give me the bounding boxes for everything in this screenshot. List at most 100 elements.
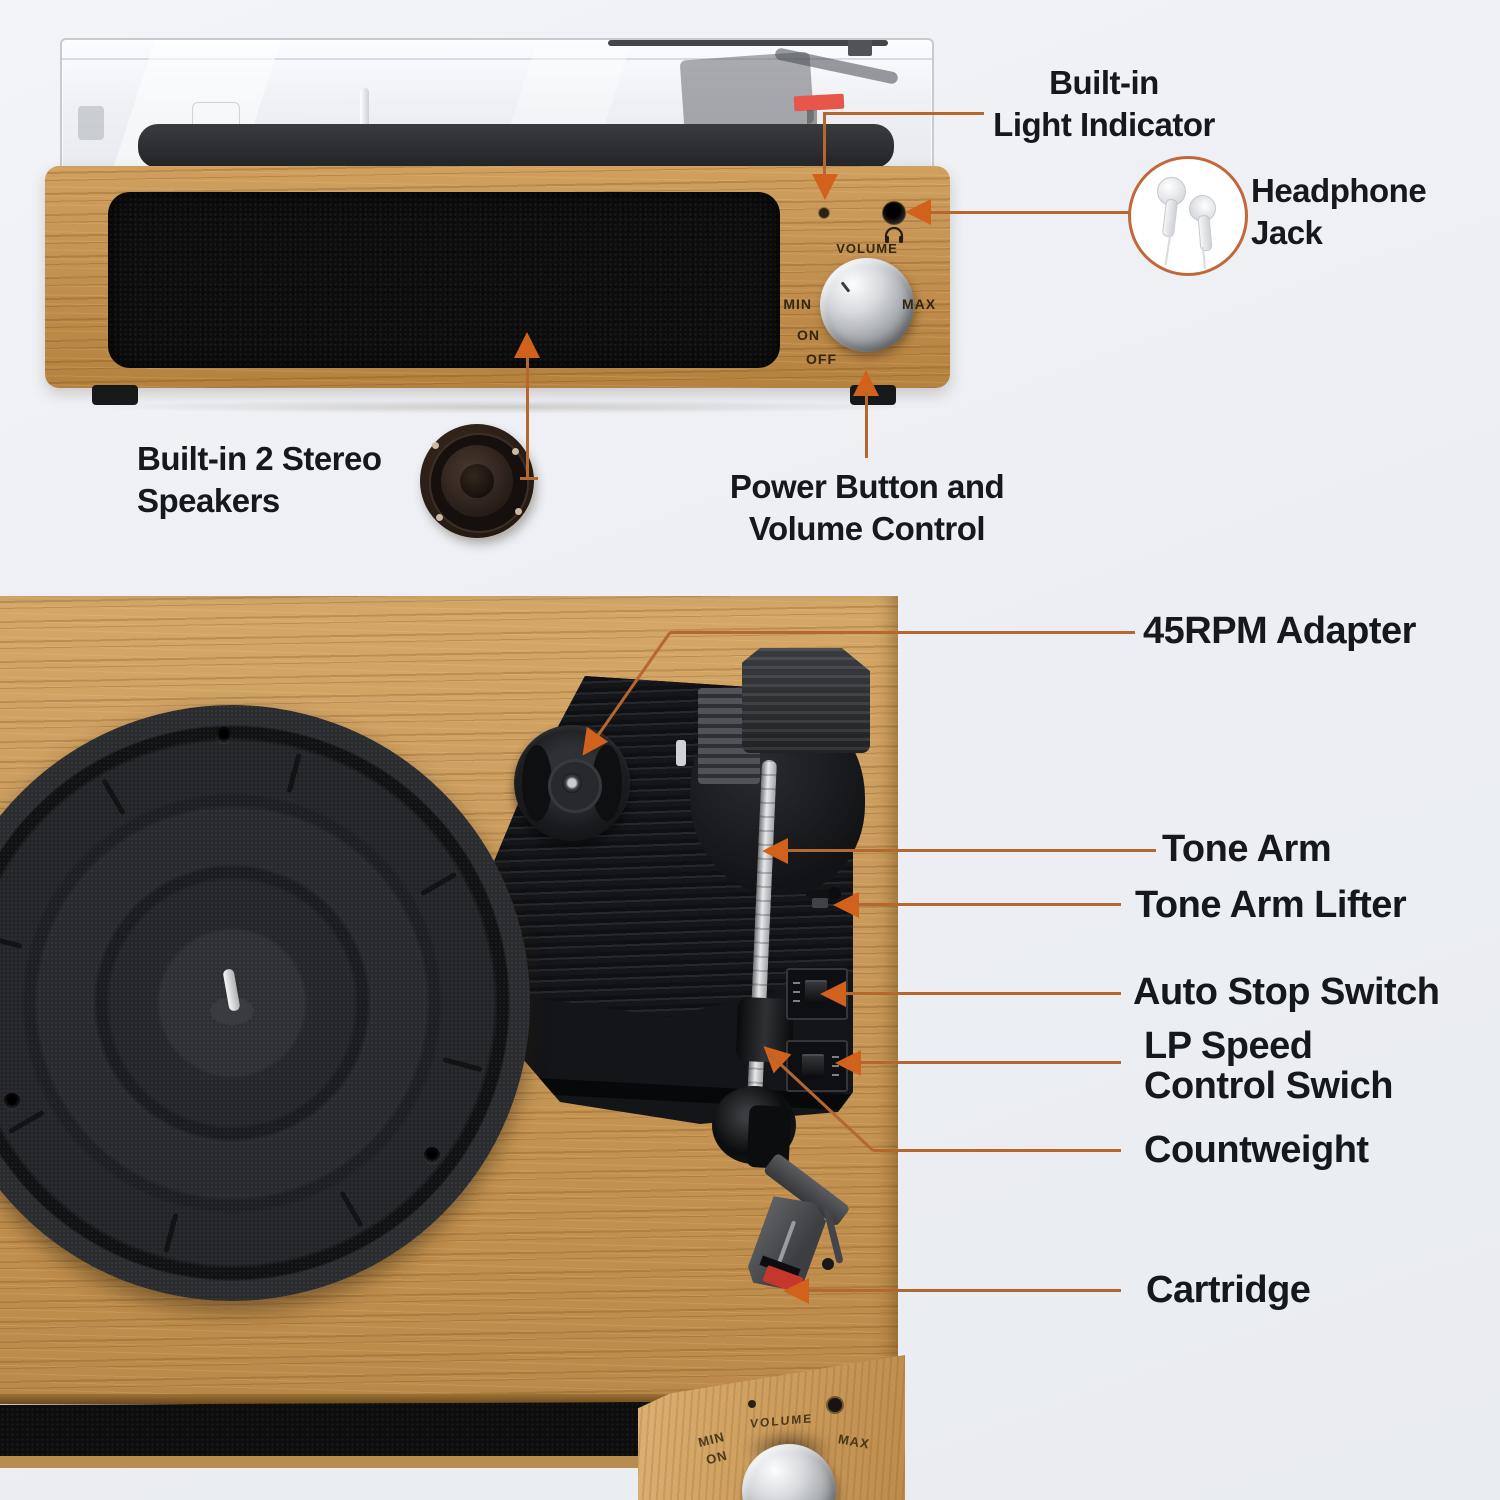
annotation-line xyxy=(786,849,1156,852)
platter-texture xyxy=(0,705,530,1301)
label-line: Light Indicator xyxy=(993,106,1215,143)
annotation-arrow xyxy=(783,1278,809,1304)
headphone-jack-hole xyxy=(882,201,906,225)
on-label: ON xyxy=(797,327,820,343)
platter-hole xyxy=(424,1147,440,1163)
speaker-grille xyxy=(108,192,780,368)
label-line: Speakers xyxy=(137,482,280,519)
label-line: LP Speed xyxy=(1144,1025,1313,1067)
annotation-line xyxy=(520,477,538,480)
min-label: MIN xyxy=(783,296,812,312)
platter-slab xyxy=(138,124,894,168)
label-lp-speed-switch: LP Speed Control Swich xyxy=(1144,1026,1393,1106)
label-line: Auto Stop Switch xyxy=(1133,971,1440,1013)
speaker-dust-cap xyxy=(460,464,494,498)
tone-arm-lifter-base xyxy=(812,898,828,908)
annotation-line xyxy=(859,1061,1121,1064)
label-line: Built-in 2 Stereo xyxy=(137,440,382,477)
light-indicator-hole xyxy=(818,207,830,219)
speaker-driver-illustration xyxy=(420,424,534,538)
speaker-screw xyxy=(432,442,439,449)
annotation-arrow xyxy=(812,174,838,200)
annotation-line xyxy=(670,631,1135,634)
annotation-line xyxy=(807,1289,1121,1292)
label-line: Tone Arm Lifter xyxy=(1135,884,1407,926)
deck-front-edge xyxy=(0,1394,672,1404)
max-label: MAX xyxy=(902,296,937,312)
cover-back-edge xyxy=(62,58,932,60)
label-line: 45RPM Adapter xyxy=(1143,610,1416,652)
headphone-jack-bottom xyxy=(826,1396,844,1414)
lp-speed-switch xyxy=(786,1040,848,1092)
knob-notch xyxy=(841,280,851,293)
45rpm-adapter xyxy=(514,725,630,841)
cover-corner xyxy=(848,40,872,56)
tone-arm-lifter-lever xyxy=(806,890,836,898)
label-countweight: Countweight xyxy=(1144,1129,1369,1171)
speaker-screw xyxy=(512,448,519,455)
annotation-line xyxy=(823,112,826,176)
annotation-line xyxy=(857,903,1121,906)
headphone-icon xyxy=(884,226,904,243)
tone-arm-lifter-knob xyxy=(828,887,841,900)
front-bottom-trim xyxy=(0,1456,656,1468)
lp-speed-switch-knob xyxy=(802,1056,824,1078)
label-cartridge: Cartridge xyxy=(1146,1269,1311,1311)
label-line: Tone Arm xyxy=(1162,828,1332,870)
earbud-right-stem xyxy=(1197,214,1213,252)
label-line: Cartridge xyxy=(1146,1269,1311,1311)
speaker-screw xyxy=(515,508,522,515)
cover-rim xyxy=(608,40,888,46)
cover-hinge xyxy=(78,106,104,140)
earbuds-illustration xyxy=(1128,156,1248,276)
auto-stop-switch-knob xyxy=(805,982,827,1004)
label-tone-arm-lifter: Tone Arm Lifter xyxy=(1135,884,1407,926)
headshell-slot xyxy=(777,1220,796,1263)
annotation-line xyxy=(865,392,868,458)
platter-hole xyxy=(4,1093,20,1109)
switch-tick xyxy=(793,1000,800,1002)
front-grille-strip xyxy=(0,1402,670,1460)
label-line: Headphone xyxy=(1251,172,1427,209)
switch-tick xyxy=(832,1065,839,1067)
label-45rpm-adapter: 45RPM Adapter xyxy=(1143,610,1416,652)
annotation-line xyxy=(844,992,1121,995)
indicator-hole-bottom xyxy=(748,1400,756,1408)
adapter-center-hole xyxy=(562,773,582,793)
cabinet-shadow xyxy=(80,400,920,414)
label-auto-stop-switch: Auto Stop Switch xyxy=(1133,971,1440,1013)
cabinet-foot xyxy=(850,385,896,405)
speaker-screw xyxy=(436,514,443,521)
label-tone-arm: Tone Arm xyxy=(1162,828,1332,870)
volume-label: VOLUME xyxy=(836,241,898,256)
off-label: OFF xyxy=(806,351,837,367)
annotation-line xyxy=(526,354,529,480)
annotation-line xyxy=(826,112,984,115)
annotation-line xyxy=(873,1149,1121,1152)
adapter-cutout xyxy=(522,745,552,821)
label-line: Control Swich xyxy=(1144,1065,1393,1107)
label-line: Built-in xyxy=(1049,64,1159,101)
annotation-arrow xyxy=(762,838,788,864)
volume-knob xyxy=(820,258,914,352)
label-line: Jack xyxy=(1251,214,1323,251)
platter-hole xyxy=(216,727,232,743)
switch-tick xyxy=(793,982,800,984)
arm-rest-peg xyxy=(676,740,686,766)
platter xyxy=(0,705,530,1301)
annotation-arrow xyxy=(835,1050,861,1076)
spindle xyxy=(360,88,369,132)
adapter-hub xyxy=(548,759,602,813)
label-line: Power Button and xyxy=(729,468,1005,505)
label-line: Volume Control xyxy=(748,510,986,547)
annotation-arrow xyxy=(833,892,859,918)
switch-tick xyxy=(793,991,800,993)
label-built-in-speakers: Built-in 2 Stereo Speakers xyxy=(137,438,382,522)
tonearm-ribbed-block xyxy=(742,648,870,753)
switch-tick xyxy=(832,1074,839,1076)
cabinet-foot xyxy=(92,385,138,405)
auto-stop-switch xyxy=(786,968,848,1020)
label-built-in-light-indicator: Built-in Light Indicator xyxy=(958,62,1250,146)
switch-tick xyxy=(832,1056,839,1058)
